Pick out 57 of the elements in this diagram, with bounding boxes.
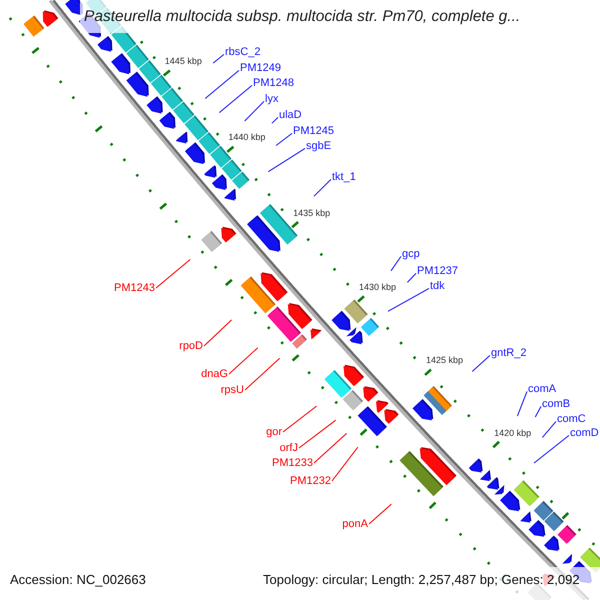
gene-label: comA xyxy=(528,383,556,395)
tick-label: 1420 kbp xyxy=(494,428,532,438)
gene-label: PM1243 xyxy=(114,282,155,294)
leader-line xyxy=(390,256,402,272)
leader-line xyxy=(332,446,358,482)
gene-label: tdk xyxy=(430,280,445,292)
gene-label: rpoD xyxy=(179,340,203,352)
leader-line xyxy=(156,259,191,288)
leader-line xyxy=(218,84,252,114)
leader-line xyxy=(204,319,232,346)
gene-label: PM1248 xyxy=(253,77,294,89)
gene-label: comB xyxy=(542,398,570,410)
leader-line xyxy=(271,116,278,124)
gene-label: rpsU xyxy=(220,384,244,396)
leader-line xyxy=(472,354,490,372)
leader-line xyxy=(244,100,264,122)
leader-line xyxy=(313,178,332,197)
tick-label: 1435 kbp xyxy=(293,208,330,218)
gene-label: PM1245 xyxy=(293,125,334,137)
gene-label: tkt_1 xyxy=(332,171,356,183)
gene-label: gntR_2 xyxy=(491,347,526,359)
gene-label: PM1233 xyxy=(272,457,313,469)
leader-line xyxy=(244,358,280,390)
leader-line xyxy=(516,390,528,417)
leader-line xyxy=(534,434,570,464)
leader-line xyxy=(314,432,348,464)
tick-label: 1440 kbp xyxy=(228,132,266,142)
gene-label: comD xyxy=(570,427,599,439)
gene-label: PM1232 xyxy=(290,475,331,487)
leader-line xyxy=(204,70,240,99)
gene-label: ponA xyxy=(342,518,368,530)
leader-line xyxy=(534,406,542,418)
tick-label: 1430 kbp xyxy=(358,282,396,292)
leader-line xyxy=(212,54,224,64)
gene-label: gcp xyxy=(402,248,420,260)
gene-label: PM1249 xyxy=(240,62,281,74)
gene-label: dnaG xyxy=(201,368,228,380)
leader-line xyxy=(298,420,336,448)
leader-line xyxy=(368,504,392,524)
gene-label: orfJ xyxy=(280,442,298,454)
leader-line xyxy=(268,148,306,172)
leader-line xyxy=(388,288,430,312)
gene-label: ulaD xyxy=(279,109,302,121)
gene-label: comC xyxy=(557,413,586,425)
tick-label: 1425 kbp xyxy=(426,355,464,366)
leader-line xyxy=(282,406,318,432)
leader-line xyxy=(228,347,258,374)
accession-text: Accession: NC_002663 xyxy=(10,572,146,587)
leader-line xyxy=(276,132,292,146)
gene-label: sgbE xyxy=(306,140,332,152)
gene-label: rbsC_2 xyxy=(225,46,260,58)
tick-label: 1445 kbp xyxy=(164,56,202,66)
gene-label: PM1237 xyxy=(417,265,458,277)
gene-label: lyx xyxy=(265,93,278,105)
gene-label: gor xyxy=(266,426,282,438)
leader-line xyxy=(406,272,416,283)
leader-line xyxy=(542,420,556,438)
